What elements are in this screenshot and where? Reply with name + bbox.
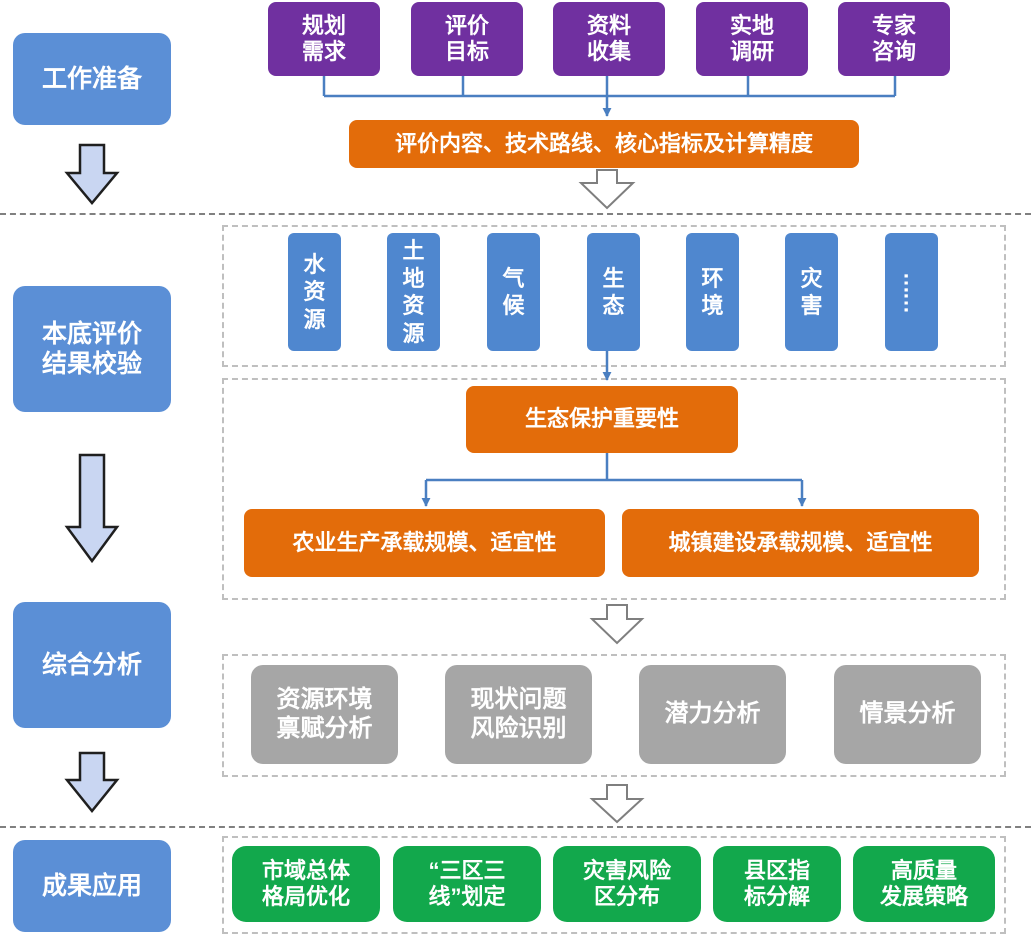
eco-importance: 生态保护重要性	[466, 386, 738, 453]
factor-climate: 气候	[487, 233, 540, 351]
analysis-potential: 潜力分析	[639, 665, 786, 764]
factors-frame	[222, 225, 1006, 367]
result-quality-strategy: 高质量 发展策略	[853, 846, 995, 922]
factor-char: 源	[303, 306, 326, 332]
factor-water: 水资源	[288, 233, 341, 351]
flow-arrow-1	[578, 169, 636, 210]
stage-apply: 成果应用	[13, 840, 171, 932]
results-frame	[222, 836, 1006, 934]
factor-land: 土地资源	[387, 233, 440, 351]
factor-more: ……	[885, 233, 938, 351]
result-three-zones: “三区三 线”划定	[393, 846, 541, 922]
prep-output: 评价内容、技术路线、核心指标及计算精度	[349, 120, 859, 168]
stage-arrow-2	[64, 453, 120, 564]
evaluation-frame	[222, 378, 1006, 600]
result-county-indicators: 县区指 标分解	[713, 846, 841, 922]
result-hazard-zones: 灾害风险 区分布	[553, 846, 701, 922]
result-layout: 市域总体 格局优化	[232, 846, 380, 922]
factor-char: 源	[402, 320, 425, 346]
analysis-risk: 现状问题 风险识别	[445, 665, 592, 764]
input-planning-needs: 规划 需求	[268, 2, 380, 76]
agri-capacity: 农业生产承载规模、适宜性	[244, 509, 605, 577]
factor-char: 害	[800, 293, 823, 318]
stage-prep: 工作准备	[13, 33, 171, 125]
urban-capacity: 城镇建设承载规模、适宜性	[622, 509, 979, 577]
input-field-survey: 实地 调研	[696, 2, 808, 76]
flow-arrow-3	[589, 784, 645, 824]
factor-char: 土	[402, 238, 425, 263]
stage-check: 本底评价 结果校验	[13, 286, 171, 412]
factor-char: 资	[402, 293, 425, 318]
factor-char: 环	[701, 265, 724, 291]
input-expert-consult: 专家 咨询	[838, 2, 950, 76]
analysis-scenario: 情景分析	[834, 665, 981, 764]
factor-char: 候	[502, 293, 525, 318]
flow-arrow-2	[589, 604, 645, 645]
stage-arrow-3	[64, 751, 120, 813]
stage-arrow-1	[64, 143, 120, 205]
input-data-collection: 资料 收集	[553, 2, 665, 76]
input-evaluation-goal: 评价 目标	[411, 2, 523, 76]
factor-char: 气	[502, 265, 525, 291]
factor-hazard: 灾害	[785, 233, 838, 351]
stage-analysis: 综合分析	[13, 602, 171, 728]
factor-ecology: 生态	[587, 233, 640, 351]
analysis-endowment: 资源环境 禀赋分析	[251, 665, 398, 764]
factor-char: 地	[402, 265, 425, 291]
factor-char: 态	[602, 293, 625, 318]
factor-char: ……	[899, 272, 925, 312]
factor-char: 境	[701, 293, 724, 318]
separator-top	[0, 213, 1031, 215]
factor-char: 灾	[800, 265, 823, 291]
factor-char: 生	[602, 265, 625, 291]
factor-environment: 环境	[686, 233, 739, 351]
factor-char: 资	[303, 279, 326, 305]
separator-bottom	[0, 826, 1031, 828]
analysis-frame	[222, 654, 1006, 777]
factor-char: 水	[303, 251, 326, 277]
